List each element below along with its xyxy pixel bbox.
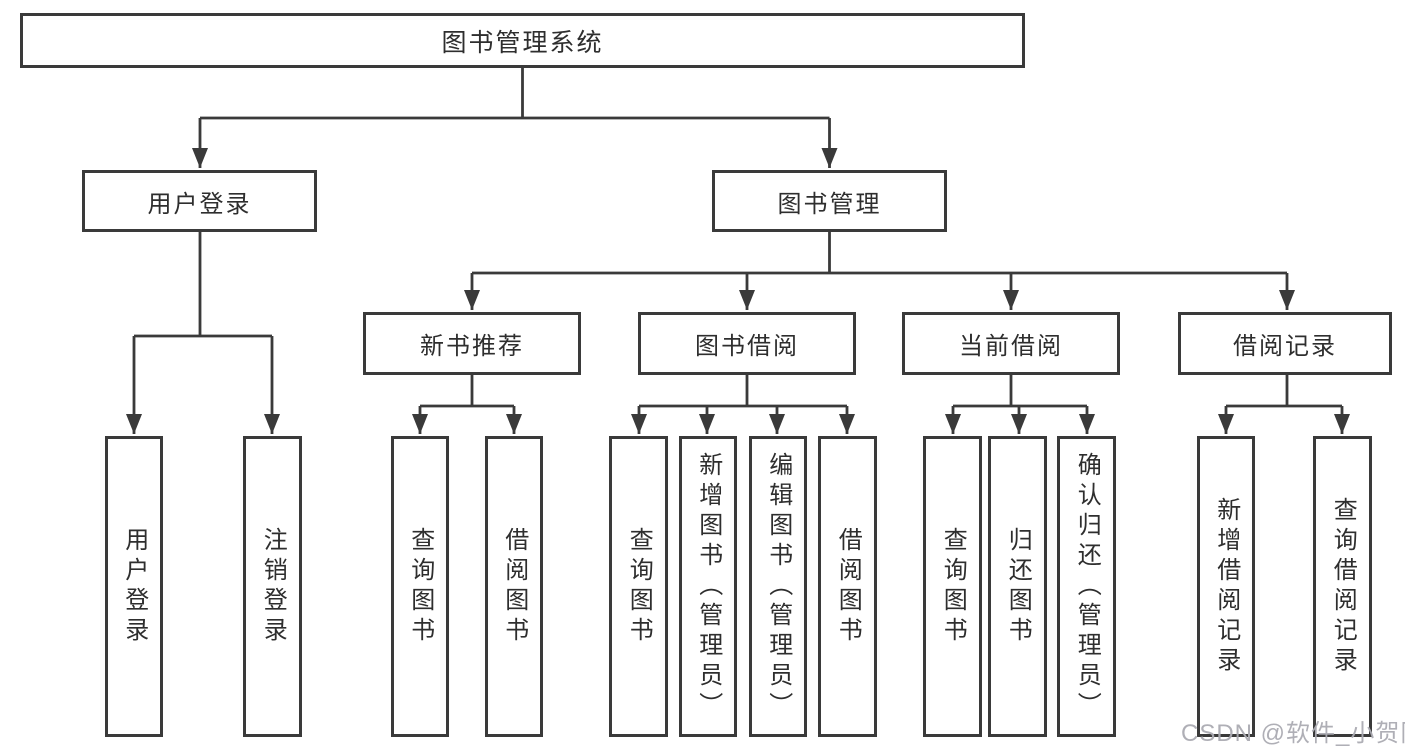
node-label: 新增借阅记录 <box>1212 496 1240 677</box>
node-label: 查询图书 <box>939 526 967 647</box>
node-book-borrowing: 图书借阅 <box>638 312 856 375</box>
leaf-borrowing-query-books: 查询图书 <box>609 436 668 737</box>
node-label: 查询借阅记录 <box>1329 496 1357 677</box>
leaf-current-confirm-return-admin: 确认归还（管理员） <box>1057 436 1116 737</box>
connector-root-trunk <box>200 68 830 120</box>
node-label: 图书借阅 <box>695 333 799 360</box>
node-borrow-records: 借阅记录 <box>1178 312 1392 375</box>
node-label: 图书管理系统 <box>441 28 604 57</box>
csdn-watermark: CSDN @软件_小贺同学 <box>1181 720 1405 747</box>
node-book-management: 图书管理 <box>712 170 947 232</box>
leaf-recommend-borrow-books: 借阅图书 <box>485 436 543 737</box>
node-label: 用户登录 <box>120 526 148 647</box>
node-label: 归还图书 <box>1004 526 1032 647</box>
connector-borrow-record-trunk <box>1226 375 1342 408</box>
node-label: 确认归还（管理员） <box>1073 451 1101 722</box>
node-label: 用户登录 <box>147 190 252 218</box>
node-label: 当前借阅 <box>959 333 1063 360</box>
node-label: 查询图书 <box>406 526 434 647</box>
node-user-login: 用户登录 <box>82 170 317 232</box>
node-label: 编辑图书（管理员） <box>764 451 792 722</box>
leaf-record-add: 新增借阅记录 <box>1197 436 1255 737</box>
node-new-book-recommend: 新书推荐 <box>363 312 581 375</box>
leaf-logout: 注销登录 <box>243 436 302 737</box>
connector-book-borrow-trunk <box>639 375 847 408</box>
node-label: 借阅记录 <box>1233 333 1337 360</box>
node-label: 借阅图书 <box>500 526 528 647</box>
leaf-current-return-books: 归还图书 <box>988 436 1047 737</box>
connector-book-mgmt-trunk <box>472 232 1287 275</box>
leaf-recommend-query-books: 查询图书 <box>391 436 449 737</box>
node-current-borrowing: 当前借阅 <box>902 312 1120 375</box>
connector-new-book-trunk <box>420 375 514 408</box>
node-label: 图书管理 <box>777 190 882 218</box>
leaf-record-query: 查询借阅记录 <box>1313 436 1372 737</box>
leaf-borrowing-edit-books-admin: 编辑图书（管理员） <box>749 436 807 737</box>
node-label: 新书推荐 <box>420 333 524 360</box>
leaf-user-login: 用户登录 <box>105 436 163 737</box>
connector-current-borrow-trunk <box>953 375 1087 408</box>
connector-user-login-trunk <box>134 232 272 338</box>
leaf-borrowing-borrow-books: 借阅图书 <box>818 436 877 737</box>
node-label: 注销登录 <box>259 526 287 647</box>
leaf-current-query-books: 查询图书 <box>923 436 982 737</box>
node-label: 借阅图书 <box>834 526 862 647</box>
node-label: 查询图书 <box>625 526 653 647</box>
node-label: 新增图书（管理员） <box>694 451 722 722</box>
node-root-system: 图书管理系统 <box>20 13 1025 68</box>
leaf-borrowing-add-books-admin: 新增图书（管理员） <box>679 436 737 737</box>
